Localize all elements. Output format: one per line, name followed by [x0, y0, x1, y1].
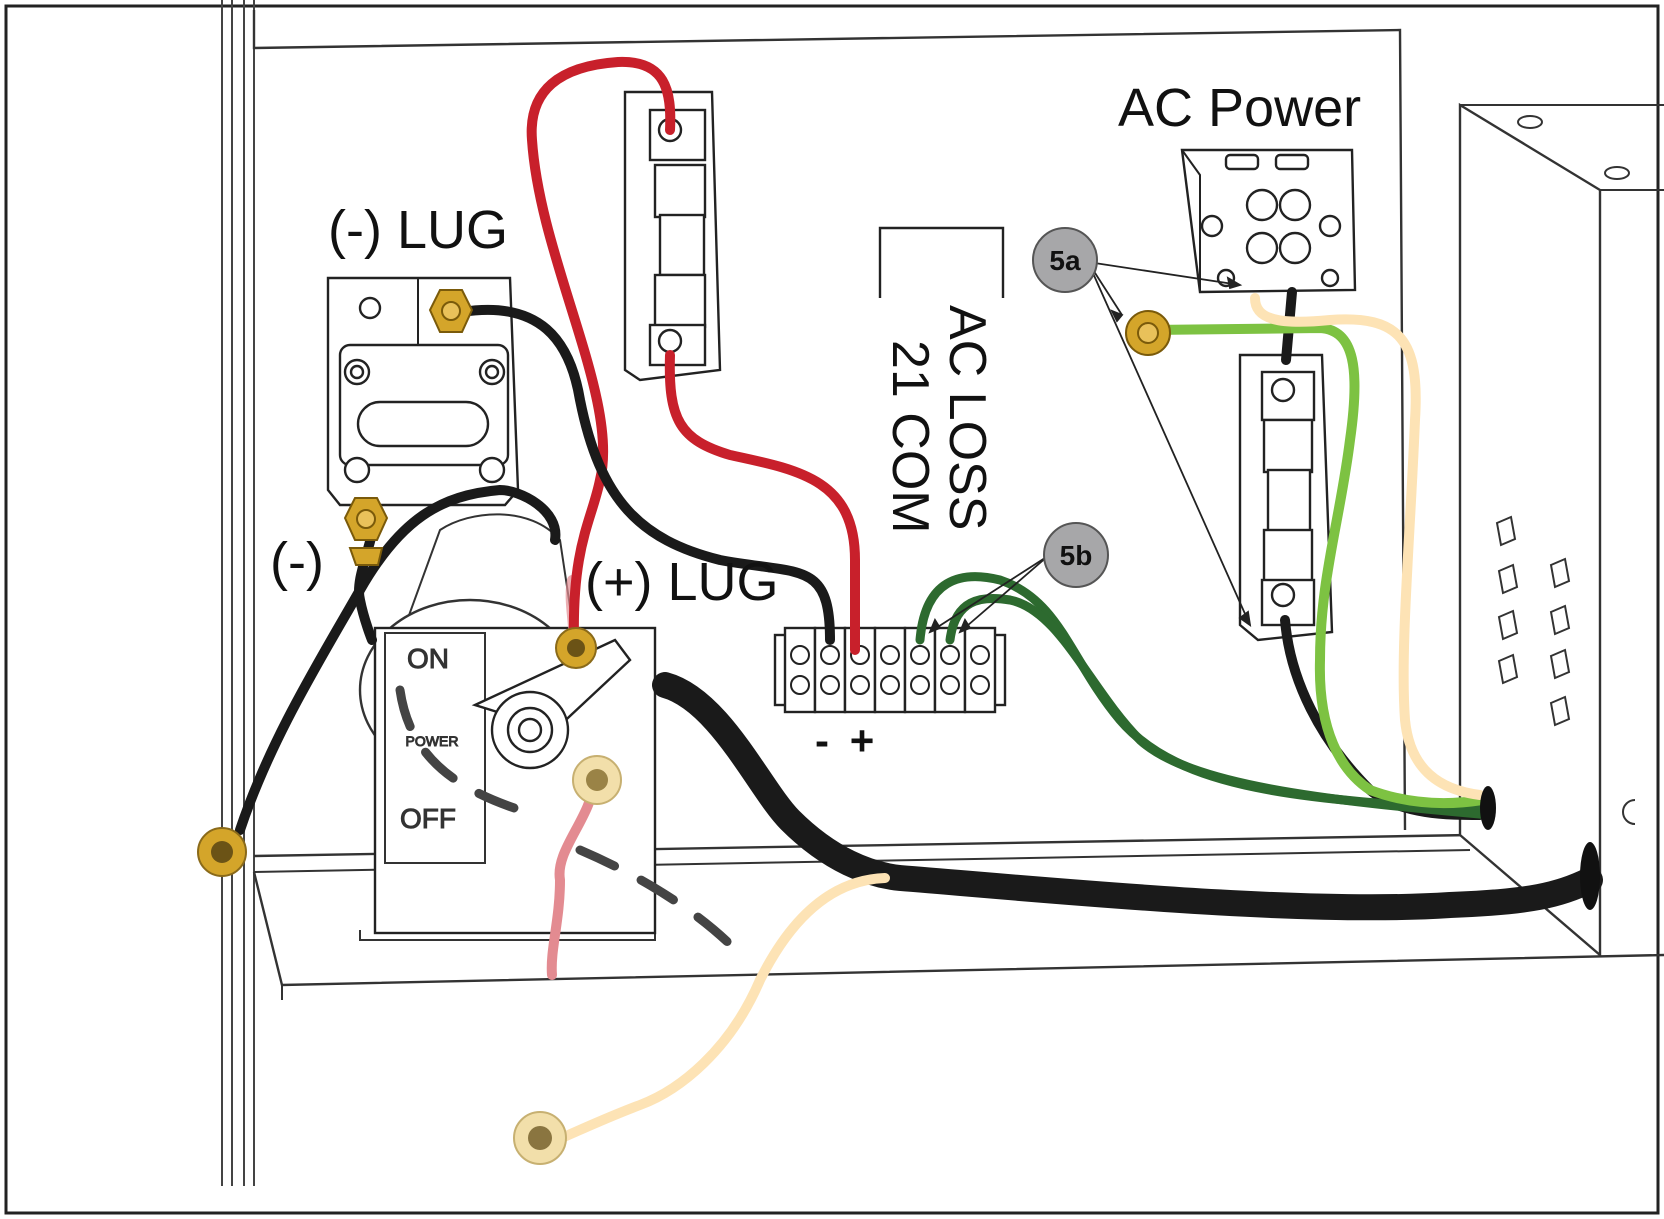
ac-loss-bracket [878, 226, 1005, 298]
wire-red-fuse-to-terminal [664, 350, 860, 655]
dashed-wire-right [575, 845, 750, 965]
wire-tan-ac [1250, 293, 1485, 800]
callout-5b: 5b [1043, 522, 1109, 588]
power-supply-box [1458, 102, 1664, 958]
pos-lug-label: (+) LUG [585, 552, 779, 612]
switch-power-label: POWER [406, 733, 459, 749]
lug-pos-switch [555, 627, 597, 669]
grommet-lower [1580, 842, 1600, 910]
lug-ground-ac [1125, 310, 1171, 356]
ac-power-terminal [1180, 148, 1357, 294]
callout-5a-label: 5a [1049, 245, 1081, 276]
wire-black-neg-terminal [354, 515, 380, 645]
terminal-plus-label: + [850, 717, 875, 764]
wire-tan-ring [540, 873, 890, 1150]
lug-tan-switch [572, 755, 622, 805]
lug-tan-bottom [513, 1111, 567, 1165]
wire-black-neg-lug [457, 304, 835, 645]
com-label: 21 COM [881, 340, 939, 534]
callout-5a: 5a [1032, 227, 1098, 293]
callout-5b-arrows [928, 555, 1049, 634]
switch-on-label: ON [407, 643, 449, 674]
power-switch [358, 513, 657, 941]
callout-5a-arrows [1087, 261, 1252, 627]
wire-black-to-ground [235, 485, 561, 835]
neg-label: (-) [270, 532, 324, 592]
wire-dark-green-b [945, 593, 1495, 820]
fuse-holder-ac [1238, 353, 1334, 642]
dashed-wire-left [395, 685, 525, 815]
ac-loss-label: AC LOSS [938, 305, 996, 530]
lug-neg-breaker-bottom [343, 497, 389, 566]
wire-red-fuse-loop [526, 56, 676, 645]
switch-off-label: OFF [400, 803, 456, 834]
terminal-strip [773, 626, 1007, 714]
ac-power-label: AC Power [1118, 78, 1361, 138]
wire-pink [546, 775, 600, 980]
frame-border [4, 4, 1660, 1215]
wire-black-main-bundle [652, 672, 1603, 921]
circuit-breaker [326, 276, 520, 507]
callout-5b-label: 5b [1060, 540, 1093, 571]
grommet-upper [1480, 786, 1496, 830]
wire-light-green [1145, 323, 1487, 808]
lug-neg-breaker-top [428, 289, 474, 333]
fuse-holder-top [623, 90, 722, 382]
terminal-minus-label: - [815, 717, 829, 764]
lug-ground-left [197, 827, 247, 877]
neg-lug-label: (-) LUG [328, 200, 508, 260]
